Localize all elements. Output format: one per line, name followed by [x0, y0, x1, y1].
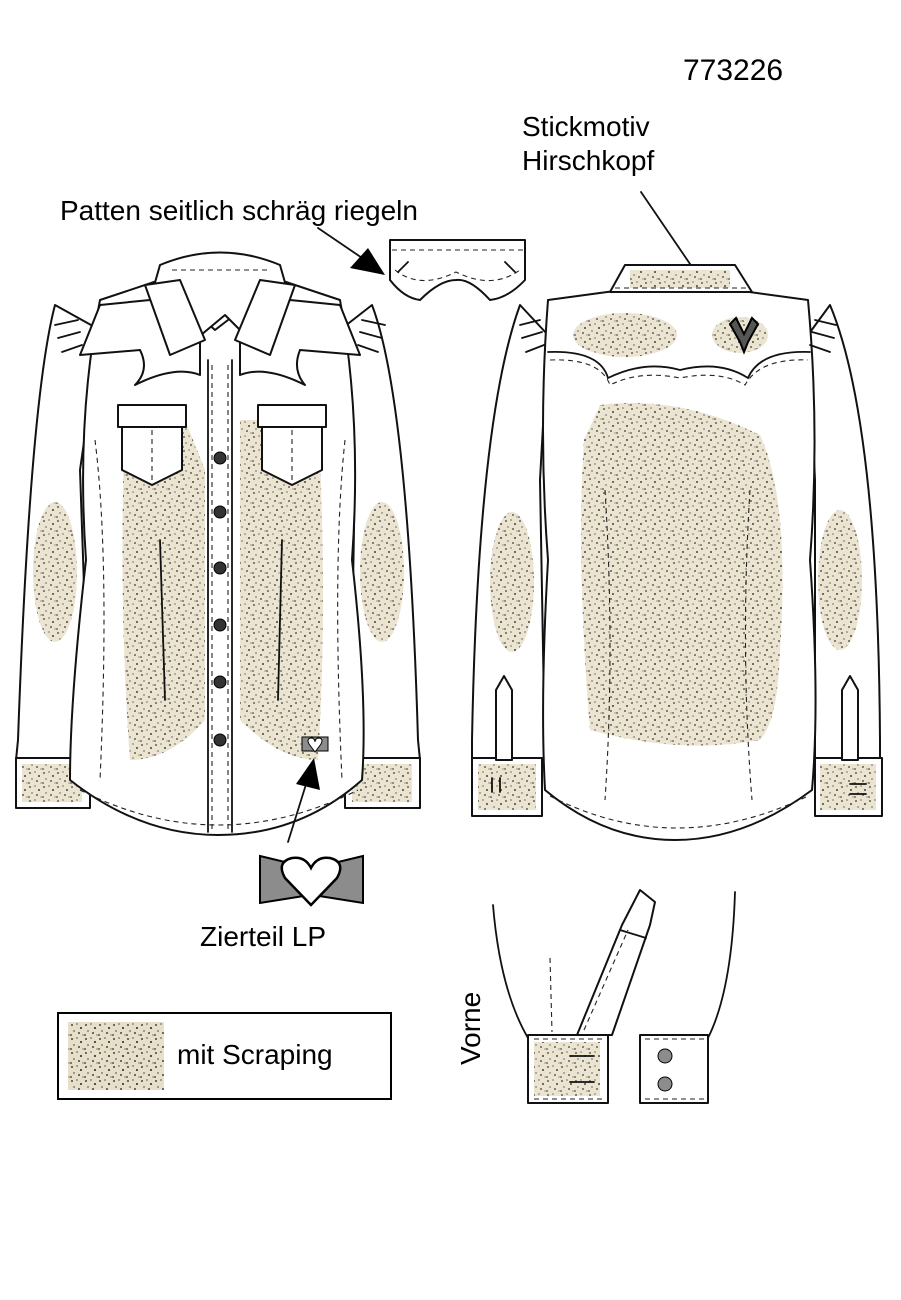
label-stickmotiv-2: Hirschkopf	[522, 145, 654, 176]
small-heart-ornament	[301, 736, 329, 753]
shirt-back-view	[471, 264, 883, 841]
front-button	[213, 618, 227, 632]
front-buttons	[213, 451, 227, 747]
deer-head-embroidery-icon	[728, 316, 760, 355]
front-button	[213, 675, 227, 689]
zierteil-ornament-icon	[259, 854, 364, 907]
legend-text: mit Scraping	[177, 1039, 333, 1070]
label-vorne: Vorne	[455, 992, 486, 1065]
front-button	[213, 561, 227, 575]
style-number: 773226	[683, 54, 783, 87]
label-zierteil: Zierteil LP	[200, 921, 326, 952]
shirt-front-view	[15, 251, 421, 836]
label-stickmotiv-1: Stickmotiv	[522, 111, 650, 142]
front-button	[213, 733, 227, 747]
front-button	[213, 505, 227, 519]
front-pockets	[117, 404, 327, 486]
legend-box: mit Scraping	[57, 1012, 392, 1100]
label-patten: Patten seitlich schräg riegeln	[60, 195, 418, 226]
patten-arrow	[317, 227, 385, 275]
zierteil-arrow	[287, 758, 320, 843]
front-button	[213, 451, 227, 465]
cuff-detail-view	[492, 889, 736, 1104]
legend-swatch	[68, 1022, 164, 1090]
flap-detail	[389, 239, 526, 301]
